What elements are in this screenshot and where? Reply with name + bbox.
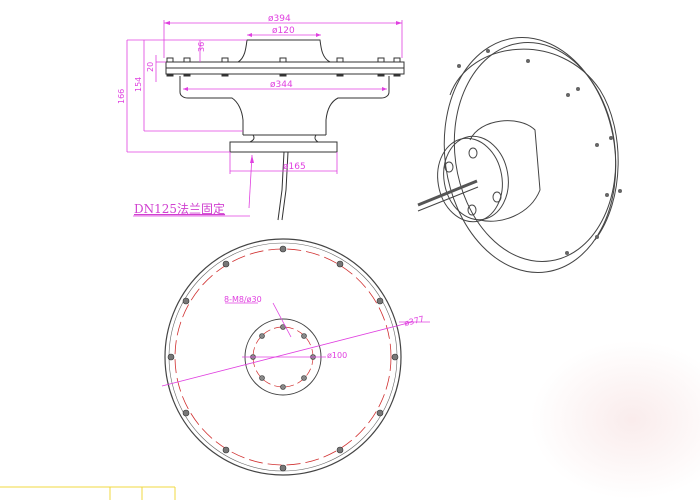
dim-boss-height: 36 [197,42,206,52]
isometric-bolts [457,49,622,255]
dim-body-diameter: ø344 [270,80,293,90]
dim-outer-diameter: ø377 [403,314,425,328]
side-view-dimensions [126,20,403,217]
dim-base-flange-diameter: ø165 [283,162,306,172]
side-view-arrows [164,21,402,163]
plan-dimensions [161,302,430,387]
mounting-note: DN125法兰固定 [134,201,225,216]
flange-bolts-bottom [166,73,401,77]
isometric-view [417,37,619,273]
dim-bolt-spec: 8-M8/ø30 [224,295,262,304]
dim-overall-height: 166 [117,89,126,104]
flange-bolts-top [166,57,401,63]
dim-top-boss-diameter: ø120 [272,26,295,36]
plan-outer-bolt-holes [167,245,399,472]
dim-outer-flange-diameter: ø394 [268,14,291,24]
dim-height-to-base: 154 [134,77,143,92]
side-view [165,39,405,221]
dim-flange-thickness: 20 [146,62,155,72]
plan-inner-bolt-holes [250,324,316,390]
dim-bolt-circle-diameter: ø100 [327,351,347,360]
title-block [0,486,176,500]
